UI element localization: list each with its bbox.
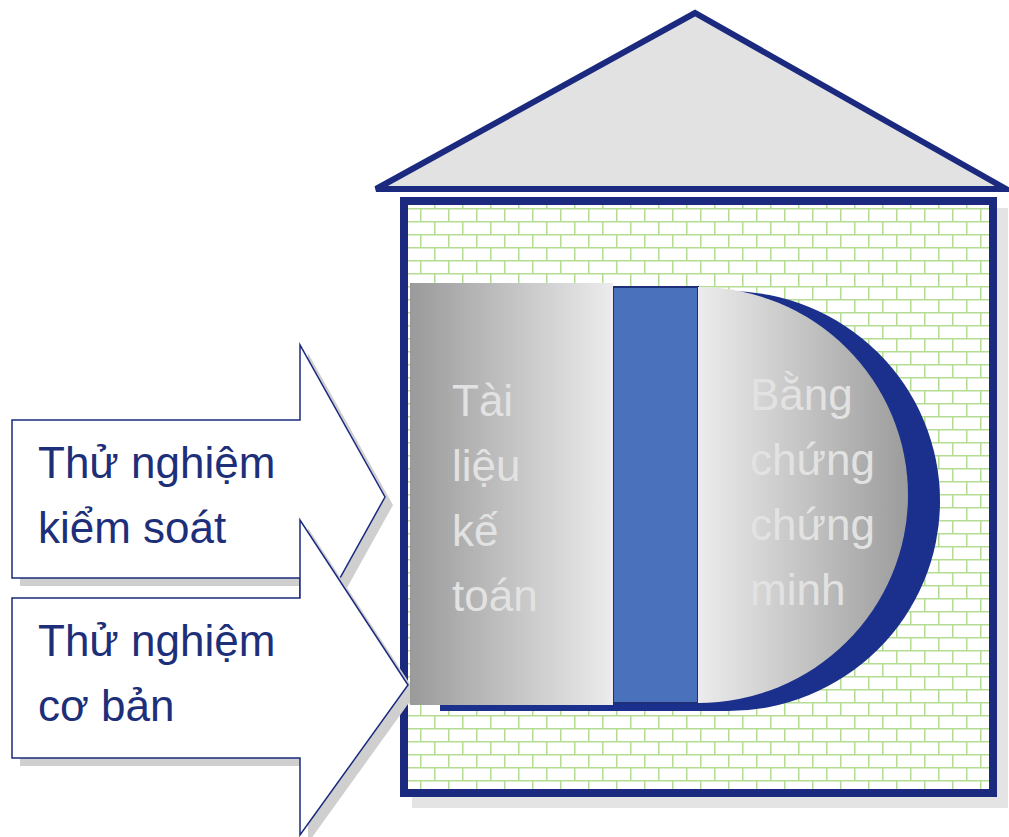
node-label: Tài liệu kế toán bbox=[452, 368, 562, 628]
panel-fill bbox=[698, 287, 908, 703]
node-outline bbox=[410, 283, 613, 705]
door-bar bbox=[613, 287, 698, 703]
node-label: Thử nghiệm kiểm soát bbox=[38, 430, 328, 560]
text-holder: Bằng chứng chứng minh bbox=[750, 362, 890, 622]
text-holder: Tài liệu kế toán bbox=[452, 368, 562, 628]
door-left-panel: Tài liệu kế toán bbox=[410, 283, 613, 705]
house-roof bbox=[376, 13, 1006, 189]
panel-fill bbox=[410, 283, 613, 705]
text-holder: Thử nghiệm cơ bản bbox=[38, 608, 328, 738]
node-outline bbox=[12, 520, 412, 837]
brick-wall bbox=[404, 201, 993, 793]
arrow-outline bbox=[12, 520, 408, 835]
node-label: Bằng chứng chứng minh bbox=[750, 362, 890, 622]
block-arrow: Thử nghiệm cơ bản bbox=[12, 520, 412, 837]
node-outline bbox=[698, 287, 910, 703]
text-holder: Thử nghiệm kiểm soát bbox=[38, 430, 328, 560]
node-label: Thử nghiệm cơ bản bbox=[38, 608, 328, 738]
door-right-panel: Bằng chứng chứng minh bbox=[698, 287, 910, 703]
